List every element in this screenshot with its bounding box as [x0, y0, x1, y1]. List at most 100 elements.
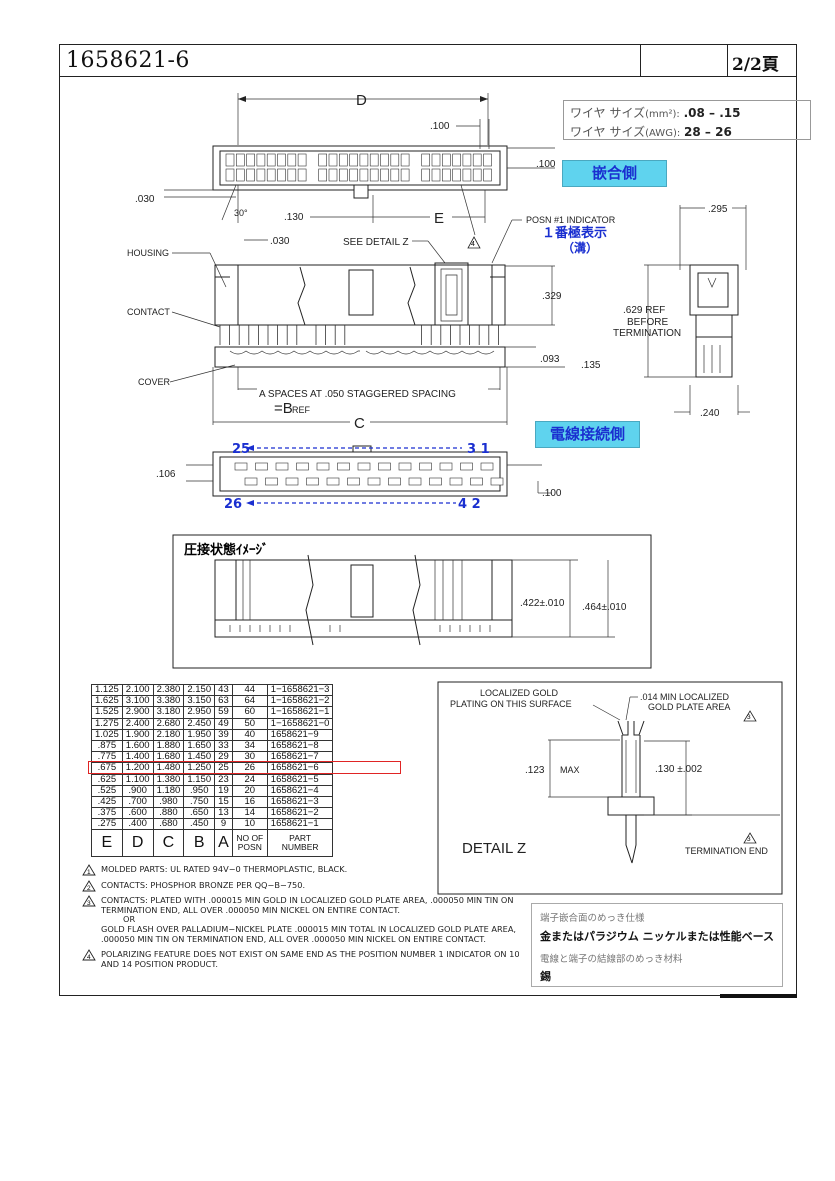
dim-b-ref: =B — [274, 400, 293, 417]
pin-cell — [338, 168, 348, 182]
table-cell: .625 — [91, 773, 123, 786]
unit: (AWG): — [645, 128, 681, 139]
note-number: 1 — [87, 869, 91, 876]
table-cell: 64 — [231, 695, 268, 708]
pin-cell — [349, 168, 358, 182]
table-header: NO OF POSN — [231, 829, 268, 858]
pin-cell — [225, 153, 235, 167]
pin-cell — [246, 168, 255, 182]
note-3-flag: 3 — [747, 714, 751, 721]
pin-cell — [337, 462, 350, 471]
pin-cell — [367, 477, 381, 486]
pin-cell — [328, 153, 338, 167]
posn-indicator: POSN #1 INDICATOR — [526, 215, 616, 225]
dim-030-left: .030 — [135, 194, 155, 205]
table-cell: 1.275 — [91, 717, 123, 730]
dim-100-lower: .100 — [542, 488, 562, 499]
pin-cell — [400, 153, 410, 167]
table-cell: 1.625 — [91, 695, 123, 708]
dim-135: .135 — [581, 360, 601, 371]
pin-cell — [460, 462, 473, 471]
pin-cell — [296, 462, 309, 471]
pin-cell — [380, 168, 389, 182]
table-cell: 1−1658621−3 — [266, 683, 334, 697]
table-cell: 1.950 — [183, 728, 216, 741]
table-cell: 34 — [231, 739, 268, 753]
table-cell: 39 — [214, 728, 233, 741]
table-cell: 2.450 — [183, 717, 216, 730]
pin-cell — [234, 462, 248, 471]
table-cell: 50 — [231, 717, 268, 730]
dim-329: .329 — [542, 291, 562, 302]
wire-size-mm2: ワイヤ サイズ(mm²): .08 – .15 — [570, 104, 740, 121]
pin-cell — [277, 153, 286, 167]
pin-cell — [266, 168, 276, 182]
table-cell: .425 — [91, 795, 123, 809]
dim-106: .106 — [156, 469, 176, 480]
pin-cell — [316, 462, 330, 471]
table-cell: .375 — [91, 807, 123, 820]
gold-plate-area: GOLD PLATE AREA — [648, 702, 730, 712]
dim-464: .464±.010 — [582, 602, 627, 613]
pin-cell — [398, 462, 412, 471]
see-detail-z: SEE DETAIL Z — [343, 237, 409, 248]
note-flag-icon: 3 — [82, 895, 96, 907]
drawing-sheet: 1658621-6 2/2頁 ワイヤ サイズ(mm²): .08 – .15 ワ… — [59, 44, 811, 996]
pin-cell — [265, 477, 278, 486]
table-cell: .525 — [91, 784, 123, 797]
value: 28 – 26 — [684, 125, 732, 139]
pin-3-1: 3 1 — [467, 442, 490, 457]
top-pin-grid — [225, 153, 492, 182]
table-cell: .950 — [183, 784, 216, 797]
end-view: .295 .629 REF BEFORE TERMINATION .240 — [613, 204, 750, 419]
table-cell: 1658621−4 — [266, 784, 334, 797]
pin-cell — [480, 462, 494, 471]
dim-b-ref-sub: REF — [292, 405, 311, 415]
mating-plating-value: 金またはパラジウム ニッケルまたは性能ベース — [540, 930, 775, 943]
label-cover: COVER — [138, 377, 171, 387]
pin-cell — [266, 153, 276, 167]
termination-plating-label: 電線と端子の結線部のめっき材料 — [540, 954, 683, 965]
pressed-title: 圧接状態ｲﾒｰｼﾞ — [184, 542, 269, 558]
pin-cell — [246, 153, 255, 167]
table-cell: 2.180 — [152, 728, 185, 741]
detail-z-title: DETAIL Z — [462, 840, 526, 857]
table-cell: 1658621−1 — [266, 818, 334, 831]
pin-cell — [441, 168, 451, 182]
table-cell: .700 — [121, 795, 154, 809]
note-4-flag: 4 — [471, 241, 475, 248]
table-cell: 1.025 — [91, 728, 123, 741]
pin-cell — [441, 153, 451, 167]
table-cell: 1.880 — [152, 739, 185, 753]
pin-cell — [369, 153, 379, 167]
pin-26: 26 — [224, 497, 242, 512]
pin-cell — [338, 153, 348, 167]
table-cell: .275 — [91, 818, 123, 831]
pin-cell — [472, 168, 482, 182]
contact-row — [219, 325, 499, 345]
table-cell: 1.650 — [183, 739, 216, 753]
table-cell: .450 — [183, 818, 216, 831]
dim-240: .240 — [700, 408, 720, 419]
table-cell: 23 — [214, 773, 233, 786]
pin-cell — [470, 477, 483, 486]
pin-cell — [328, 168, 338, 182]
title-divider — [727, 45, 728, 76]
wire-size-awg: ワイヤ サイズ(AWG): 28 – 26 — [570, 123, 732, 140]
dim-030-bottom: .030 — [270, 236, 290, 247]
mating-plating-label: 端子嵌合面のめっき仕様 — [540, 913, 645, 924]
unit: (mm²): — [645, 109, 680, 120]
table-cell: 14 — [231, 807, 268, 820]
table-cell: 2.900 — [121, 706, 154, 719]
note-flag-icon: 4 — [82, 949, 96, 961]
table-cell: 3.100 — [121, 695, 154, 708]
table-cell: .750 — [183, 795, 216, 809]
pin-cell — [472, 153, 482, 167]
table-cell: 2.680 — [152, 717, 185, 730]
table-cell: 13 — [214, 807, 233, 820]
note-flag-icon: 1 — [82, 864, 96, 876]
dim-093: .093 — [540, 354, 560, 365]
